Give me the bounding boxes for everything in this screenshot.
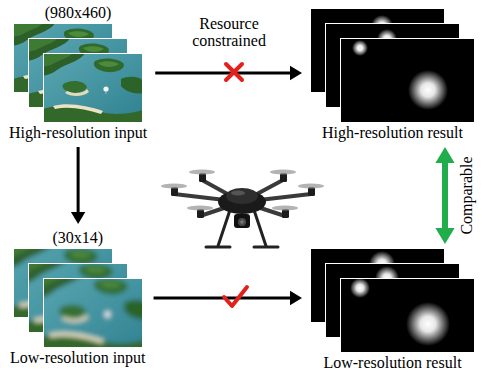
arrowhead (435, 228, 454, 244)
panel-caption: High-resolution result (322, 123, 463, 143)
panel-caption: Low-resolution result (323, 353, 461, 373)
image-area (13, 23, 143, 123)
panel-caption: Low-resolution input (10, 348, 146, 368)
image-panel: Low-resolution result (310, 248, 475, 373)
panel-caption: High-resolution input (9, 123, 147, 143)
resolution-label: (30x14) (52, 228, 103, 248)
image-area (310, 8, 475, 123)
flow-arrow (435, 147, 454, 244)
blurred-image-stack (13, 248, 143, 348)
image-panel: (980x460) High-resolution input (9, 3, 147, 143)
edge-label: Comparable (458, 156, 475, 234)
resolution-label: (980x460) (45, 3, 112, 23)
image-panel: (30x14) Low-resolution input (10, 228, 146, 368)
arrow-shaft (155, 72, 292, 75)
image-panel: High-resolution result (310, 8, 475, 143)
saliency-map-stack (310, 8, 475, 123)
image-area (13, 248, 143, 348)
saliency-map-stack (310, 248, 475, 353)
red-cross (226, 64, 242, 80)
drone-illustration (160, 160, 325, 260)
arrowhead (435, 147, 454, 163)
arrow-shaft (442, 160, 448, 231)
arrowhead (290, 291, 302, 305)
aerial-image-stack (13, 23, 143, 123)
red-check (224, 287, 247, 306)
arrow-shaft (77, 147, 80, 214)
edge-label: Resource constrained (177, 15, 281, 49)
arrowhead (71, 212, 85, 224)
flow-arrow (71, 147, 85, 224)
arrowhead (290, 66, 302, 80)
image-area (310, 248, 475, 353)
